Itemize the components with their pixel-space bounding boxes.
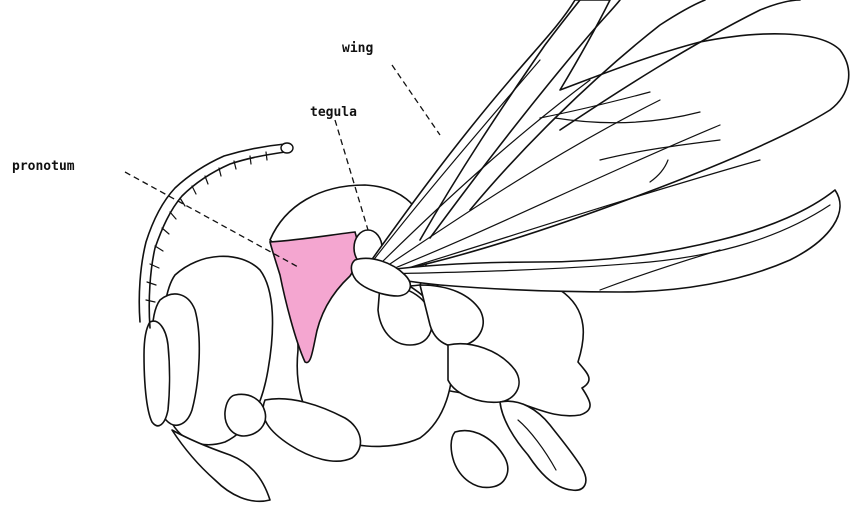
label-wing: wing [342,42,373,55]
face-plate [144,321,170,426]
label-tegula: tegula [310,106,357,119]
middle-leg [451,431,508,488]
leader-line-wing [392,65,440,135]
label-pronotum: pronotum [12,160,75,173]
